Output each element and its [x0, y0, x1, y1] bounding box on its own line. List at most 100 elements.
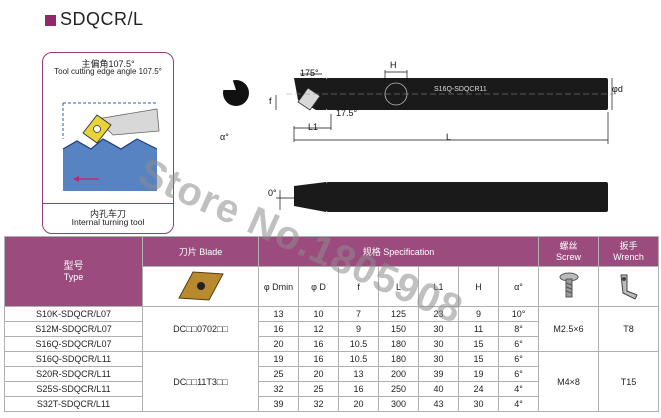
tool-drawing: 175° H φd f 17.5° L1 L α° 0° S16Q-SDQCR1… — [176, 50, 656, 230]
cell-type: S16Q-SDQCR/L11 — [4, 351, 143, 367]
bar-marking: S16Q-SDQCR11 — [434, 86, 487, 93]
page-title: SDQCR/L — [60, 9, 144, 29]
cell-L1: 30 — [418, 351, 459, 367]
angle-label-en: Tool cutting edge angle 107.5° — [54, 67, 162, 76]
cell-d: 16 — [298, 336, 339, 352]
table-row: S10K-SDQCR/L07 DC□□0702□□ 13 10 7 125 23… — [4, 306, 660, 352]
cell-H: 11 — [458, 321, 499, 337]
cell-type: S20R-SDQCR/L11 — [4, 366, 143, 382]
cell-d: 32 — [298, 396, 339, 412]
col-spec: 规格 Specification — [257, 236, 540, 267]
dim-175b: 17.5° — [336, 108, 358, 118]
use-label-cn: 内孔车刀 — [43, 203, 173, 220]
sub-L: L — [378, 266, 419, 307]
sub-alpha: α° — [497, 266, 540, 307]
cell-wrench-1: T8 — [598, 306, 660, 352]
cell-dmin: 13 — [258, 306, 299, 322]
insert-icon — [177, 270, 224, 301]
cell-f: 13 — [338, 366, 379, 382]
col-blade: 刀片 Blade — [142, 236, 259, 267]
spec-table: 型号 Type 刀片 Blade 规格 Specification 螺丝 Scr… — [4, 236, 660, 412]
dim-H: H — [390, 60, 397, 70]
cell-alpha: 4° — [497, 396, 540, 412]
tool-angle-card: 主偏角107.5° Tool cutting edge angle 107.5°… — [42, 52, 174, 234]
cell-L1: 30 — [418, 321, 459, 337]
sub-d: φ D — [298, 266, 339, 307]
cell-d: 10 — [298, 306, 339, 322]
cell-L1: 30 — [418, 336, 459, 352]
use-label-en: Internal turning tool — [71, 217, 145, 227]
sub-L1: L1 — [418, 266, 459, 307]
cell-alpha: 6° — [497, 366, 540, 382]
cell-alpha: 6° — [497, 351, 540, 367]
dim-alpha: α° — [220, 132, 229, 142]
cell-blade-group-2: DC□□11T3□□ — [142, 351, 259, 412]
cell-type: S32T-SDQCR/L11 — [4, 396, 143, 412]
dim-175: 175° — [300, 68, 319, 78]
dim-d: φd — [612, 84, 623, 94]
cell-H: 15 — [458, 351, 499, 367]
cell-L: 300 — [378, 396, 419, 412]
title-square-icon — [45, 15, 56, 26]
table-row: S32T-SDQCR/L11 39 32 20 300 43 30 4° — [4, 396, 659, 412]
sub-f: f — [338, 266, 379, 307]
cell-d: 20 — [298, 366, 339, 382]
insert-shape — [297, 87, 321, 111]
cell-d: 16 — [298, 351, 339, 367]
cell-dmin: 39 — [258, 396, 299, 412]
cell-d: 25 — [298, 381, 339, 397]
blade-image-cell — [142, 266, 259, 307]
table-row: S12M-SDQCR/L07 16 12 9 150 30 11 8° — [4, 321, 659, 337]
cell-alpha: 6° — [497, 336, 540, 352]
angle-label-cn: 主偏角107.5° — [81, 59, 135, 69]
screw-icon — [559, 272, 579, 297]
cell-dmin: 32 — [258, 381, 299, 397]
table-row: S16Q-SDQCR/L11 DC□□11T3□□ 19 16 10.5 180… — [4, 351, 660, 412]
cell-type: S10K-SDQCR/L07 — [4, 306, 143, 322]
cell-screw-1: M2.5×6 — [538, 306, 600, 352]
cell-dmin: 19 — [258, 351, 299, 367]
cell-L1: 40 — [418, 381, 459, 397]
cell-wrench-2: T15 — [598, 351, 660, 412]
cell-H: 15 — [458, 336, 499, 352]
cell-L: 250 — [378, 381, 419, 397]
boring-bar-side-head — [294, 182, 326, 212]
cell-H: 30 — [458, 396, 499, 412]
dim-zero: 0° — [268, 188, 277, 198]
wrench-icon — [619, 274, 638, 300]
screw-image-cell — [538, 266, 600, 307]
cell-L: 150 — [378, 321, 419, 337]
cell-L: 125 — [378, 306, 419, 322]
dim-L: L — [446, 132, 452, 142]
cell-type: S25S-SDQCR/L11 — [4, 381, 143, 397]
cell-f: 9 — [338, 321, 379, 337]
col-screw: 螺丝 Screw — [538, 236, 600, 267]
cell-L: 180 — [378, 336, 419, 352]
cell-f: 10.5 — [338, 336, 379, 352]
cell-H: 19 — [458, 366, 499, 382]
col-wrench: 扳手 Wrench — [598, 236, 660, 267]
cell-L: 200 — [378, 366, 419, 382]
cell-L1: 39 — [418, 366, 459, 382]
cell-f: 7 — [338, 306, 379, 322]
wrench-image-cell — [598, 266, 660, 307]
cell-L1: 23 — [418, 306, 459, 322]
turning-illustration — [47, 79, 169, 199]
cell-f: 16 — [338, 381, 379, 397]
cell-L: 180 — [378, 351, 419, 367]
cell-type: S16Q-SDQCR/L07 — [4, 336, 143, 352]
cell-type: S12M-SDQCR/L07 — [4, 321, 143, 337]
cell-H: 9 — [458, 306, 499, 322]
cell-f: 10.5 — [338, 351, 379, 367]
dim-L1: L1 — [308, 122, 319, 132]
sub-H: H — [458, 266, 499, 307]
cell-L1: 43 — [418, 396, 459, 412]
col-type: 型号 Type — [4, 236, 143, 307]
dim-f: f — [269, 96, 272, 106]
cell-alpha: 4° — [497, 381, 540, 397]
cell-H: 24 — [458, 381, 499, 397]
end-view-notch — [220, 78, 236, 90]
cell-alpha: 10° — [497, 306, 540, 322]
cell-screw-2: M4×8 — [538, 351, 600, 412]
cell-f: 20 — [338, 396, 379, 412]
